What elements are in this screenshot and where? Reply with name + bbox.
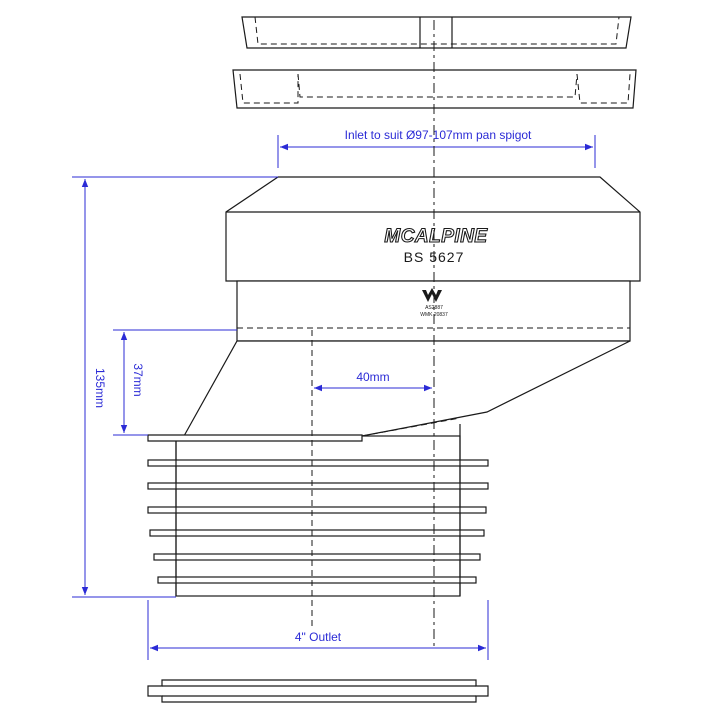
outlet-dimension: 4" Outlet bbox=[147, 600, 489, 660]
top-seal-ring bbox=[241, 16, 632, 49]
centre-lines bbox=[311, 20, 435, 650]
rise-label: 37mm bbox=[131, 363, 145, 396]
inlet-dimension: Inlet to suit Ø97-107mm pan spigot bbox=[277, 128, 596, 168]
bottom-seal-ring bbox=[147, 679, 489, 703]
height-label: 135mm bbox=[93, 368, 107, 408]
offset-label: 40mm bbox=[356, 370, 389, 384]
brand-logo: MCALPINE bbox=[384, 226, 488, 247]
height-dimension: 135mm bbox=[72, 176, 278, 598]
rise-dimension: 37mm bbox=[113, 329, 237, 436]
inlet-label: Inlet to suit Ø97-107mm pan spigot bbox=[345, 128, 532, 142]
watermark-logo-icon bbox=[422, 288, 442, 302]
offset-dimension: 40mm bbox=[314, 370, 432, 392]
outlet-label: 4" Outlet bbox=[295, 630, 342, 644]
